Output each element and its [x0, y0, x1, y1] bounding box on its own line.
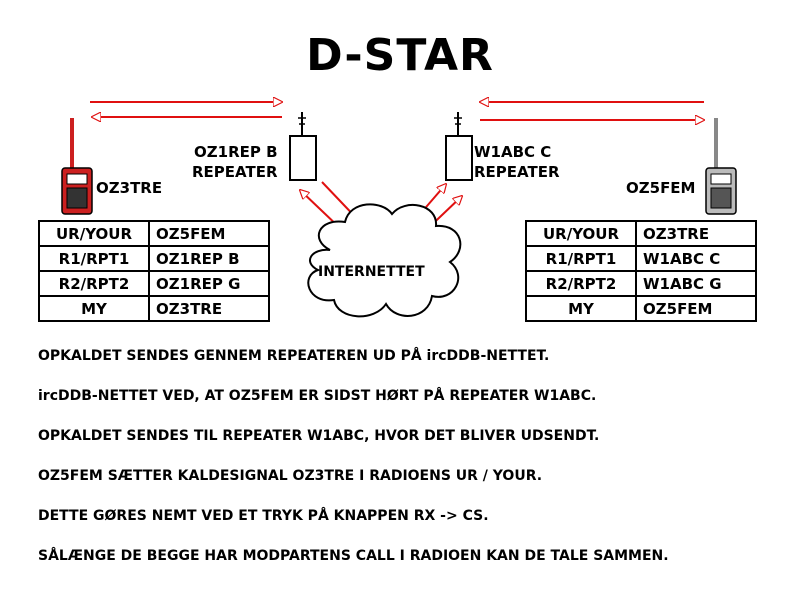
right-repeater-type: REPEATER [474, 163, 560, 181]
left-handheld-radio-icon [61, 118, 93, 215]
left-repeater-label: OZ1REP B REPEATER [192, 142, 278, 182]
table-key: MY [525, 295, 637, 322]
step-text: OZ5FEM SÆTTER KALDESIGNAL OZ3TRE I RADIO… [38, 468, 543, 484]
step-text: ircDDB-NETTET VED, AT OZ5FEM ER SIDST HØ… [38, 388, 597, 404]
explanation-steps: OPKALDET SENDES GENNEM REPEATEREN UD PÅ … [38, 346, 669, 586]
right-handheld-radio-icon [705, 118, 737, 215]
left-repeater-icon [289, 112, 317, 181]
right-repeater-icon [445, 112, 473, 181]
table-value: OZ1REP G [148, 270, 270, 297]
table-key: R1/RPT1 [525, 245, 637, 272]
right-routing-table: UR/YOUR OZ3TRE R1/RPT1 W1ABC C R2/RPT2 W… [525, 220, 757, 322]
right-repeater-label: W1ABC C REPEATER [474, 142, 560, 182]
right-repeater-callsign: W1ABC C [474, 143, 552, 161]
table-value: OZ3TRE [635, 220, 757, 247]
table-key: R1/RPT1 [38, 245, 150, 272]
right-station-callsign: OZ5FEM [626, 179, 696, 197]
table-value: W1ABC C [635, 245, 757, 272]
left-repeater-callsign: OZ1REP B [194, 143, 278, 161]
table-key: MY [38, 295, 150, 322]
table-row: R2/RPT2 OZ1REP G [38, 270, 270, 297]
step-text: OPKALDET SENDES GENNEM REPEATEREN UD PÅ … [38, 348, 550, 364]
step-text: OPKALDET SENDES TIL REPEATER W1ABC, HVOR… [38, 428, 600, 444]
table-key: UR/YOUR [38, 220, 150, 247]
table-row: UR/YOUR OZ5FEM [38, 220, 270, 247]
table-value: W1ABC G [635, 270, 757, 297]
left-repeater-type: REPEATER [192, 163, 278, 181]
step-text: SÅLÆNGE DE BEGGE HAR MODPARTENS CALL I R… [38, 548, 669, 564]
internet-label: INTERNETTET [318, 264, 425, 280]
table-row: MY OZ5FEM [525, 295, 757, 322]
table-key: R2/RPT2 [525, 270, 637, 297]
table-row: MY OZ3TRE [38, 295, 270, 322]
table-row: R1/RPT1 OZ1REP B [38, 245, 270, 272]
table-value: OZ3TRE [148, 295, 270, 322]
table-value: OZ5FEM [148, 220, 270, 247]
table-row: UR/YOUR OZ3TRE [525, 220, 757, 247]
internet-cloud-icon [307, 203, 462, 318]
table-key: UR/YOUR [525, 220, 637, 247]
table-row: R2/RPT2 W1ABC G [525, 270, 757, 297]
table-row: R1/RPT1 W1ABC C [525, 245, 757, 272]
table-value: OZ5FEM [635, 295, 757, 322]
diagram-title: D-STAR [306, 30, 494, 81]
table-key: R2/RPT2 [38, 270, 150, 297]
step-text: DETTE GØRES NEMT VED ET TRYK PÅ KNAPPEN … [38, 508, 489, 524]
table-value: OZ1REP B [148, 245, 270, 272]
left-station-callsign: OZ3TRE [96, 179, 163, 197]
left-routing-table: UR/YOUR OZ5FEM R1/RPT1 OZ1REP B R2/RPT2 … [38, 220, 270, 322]
